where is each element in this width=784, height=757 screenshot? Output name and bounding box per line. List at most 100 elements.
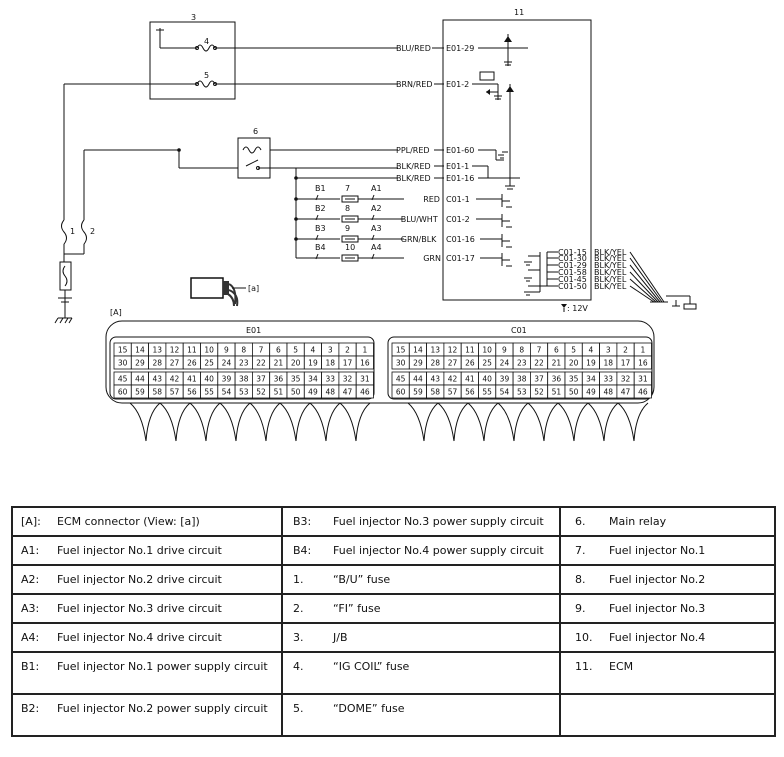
legend-cell: 6. Main relay (559, 506, 776, 537)
injector-4-wire: GRN (423, 254, 441, 263)
connector-e01-title: E01 (246, 326, 261, 335)
pin-number: 46 (360, 388, 370, 397)
legend-value: J/B (333, 631, 348, 644)
pin-number: 23 (239, 359, 249, 368)
pin-number: 20 (291, 359, 301, 368)
legend-key: 11. (575, 660, 593, 673)
pin-number: 59 (413, 388, 423, 397)
pin-number: 10 (204, 346, 214, 355)
pin-number: 22 (534, 359, 544, 368)
pin-number: 42 (170, 375, 180, 384)
pin-number: 52 (256, 388, 266, 397)
legend-cell: 2.“FI” fuse (281, 593, 561, 624)
pin-number: 31 (360, 375, 370, 384)
pin-number: 57 (448, 388, 458, 397)
pin-number: 44 (135, 375, 145, 384)
jb-number: 3 (191, 13, 196, 22)
pin-number: 12 (448, 346, 458, 355)
fuse-1-label: 1 (70, 227, 75, 236)
ecm-connector-sketch (190, 277, 224, 299)
ground-pin-1: C01-15 (558, 248, 587, 257)
legend-key: 10. (575, 631, 593, 644)
legend-value: Fuel injector No.1 drive circuit (57, 544, 222, 557)
connector-harness-lines (129, 402, 649, 442)
injector-4-pin: C01-17 (446, 254, 475, 263)
main-relay-box (237, 137, 271, 179)
fuse-2-symbol (81, 219, 87, 245)
pin-number: 59 (135, 388, 145, 397)
legend-value: Main relay (609, 515, 667, 528)
pin-number: 3 (328, 346, 333, 355)
legend-value: Fuel injector No.4 drive circuit (57, 631, 222, 644)
pin-number: 33 (325, 375, 335, 384)
wiring-diagram: 3 4 5 1 2 6 BLU/RED E01-29 BRN/RED E01 (54, 8, 697, 442)
pin-number: 45 (118, 375, 128, 384)
fuse-4-symbol (196, 44, 216, 52)
pin-number: 23 (517, 359, 527, 368)
legend-cell (559, 693, 776, 737)
legend-cell: B1:Fuel injector No.1 power supply circu… (11, 651, 283, 695)
pin-number: 13 (430, 346, 440, 355)
pin-number: 30 (396, 359, 406, 368)
pin-number: 2 (345, 346, 350, 355)
fuse-5-symbol (196, 80, 216, 88)
pin-number: 17 (343, 359, 353, 368)
legend-key: A1: (21, 544, 40, 557)
fuse-5-label: 5 (204, 71, 209, 80)
pin-number: 29 (413, 359, 423, 368)
pin-number: 6 (276, 346, 281, 355)
jb-box (149, 21, 236, 100)
legend-value: “DOME” fuse (333, 702, 405, 715)
pin-number: 41 (187, 375, 197, 384)
injector-3-b-label: B3 (315, 224, 326, 233)
pin-number: 8 (519, 346, 524, 355)
pin-number: 42 (448, 375, 458, 384)
ground-pin-3: C01-29 (558, 261, 587, 270)
legend-cell: 7.Fuel injector No.1 (559, 535, 776, 566)
ecm-box (442, 19, 592, 301)
connector-outline (105, 320, 655, 404)
pin-number: 39 (222, 375, 232, 384)
injector-4-number: 10 (345, 243, 355, 252)
pin-number: 48 (325, 388, 335, 397)
legend-cell: 11.ECM (559, 651, 776, 695)
pin-cell (355, 384, 374, 399)
injector-1-pin: C01-1 (446, 195, 470, 204)
legend-key: 4. (293, 660, 304, 673)
injector-2-a-label: A2 (371, 204, 382, 213)
pin-number: 19 (308, 359, 318, 368)
legend-value: Fuel injector No.3 power supply circuit (333, 515, 544, 528)
pin-number: 34 (586, 375, 596, 384)
pin-number: 18 (325, 359, 335, 368)
pin-number: 9 (502, 346, 507, 355)
pin-number: 38 (239, 375, 249, 384)
injector-1-b-label: B1 (315, 184, 326, 193)
legend-key: 6. (575, 515, 586, 528)
legend-cell: A3: Fuel injector No.3 drive circuit (11, 593, 283, 624)
pin-number: 53 (517, 388, 527, 397)
pin-number: 13 (152, 346, 162, 355)
pin-number: 25 (204, 359, 214, 368)
pin-number: 22 (256, 359, 266, 368)
pin-number: 19 (586, 359, 596, 368)
fuse-2-label: 2 (90, 227, 95, 236)
pin-number: 40 (482, 375, 492, 384)
pin-number: 50 (569, 388, 579, 397)
pin-e01-60: E01-60 (446, 146, 474, 155)
legend-value: Fuel injector No.1 power supply circuit (57, 660, 268, 673)
pin-number: 1 (640, 346, 645, 355)
ground-wire-3: BLK/YEL (594, 261, 627, 270)
ground-pin-5: C01-45 (558, 275, 587, 284)
pin-number: 18 (603, 359, 613, 368)
legend-value: Fuel injector No.3 drive circuit (57, 602, 222, 615)
pin-e01-29: E01-29 (446, 44, 474, 53)
pin-number: 8 (241, 346, 246, 355)
ground-pin-6: C01-50 (558, 282, 587, 291)
injector-3-a-label: A3 (371, 224, 382, 233)
legend-key: A3: (21, 602, 40, 615)
legend-value: ECM connector (View: [a]) (57, 515, 200, 528)
pin-number: 48 (603, 388, 613, 397)
pin-number: 7 (537, 346, 542, 355)
pin-number: 2 (623, 346, 628, 355)
